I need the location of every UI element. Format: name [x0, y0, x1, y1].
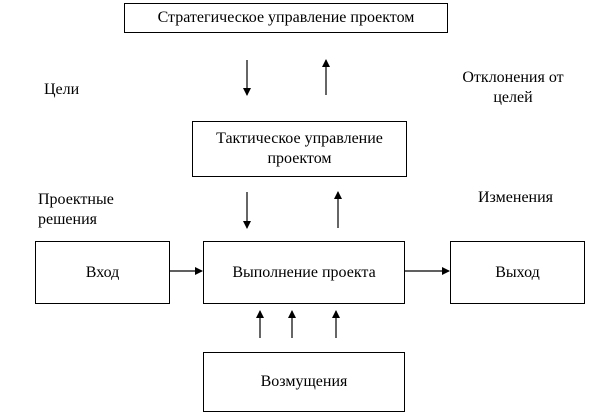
deviations-label-line2: целей: [493, 89, 533, 106]
input-label: Вход: [85, 263, 120, 281]
strategic-management-label: Стратегическое управление проектом: [157, 9, 415, 26]
strategic-management-box: Стратегическое управление проектом: [124, 3, 448, 33]
output-label: Выход: [495, 263, 540, 281]
deviations-label: Отклонения от целей: [448, 68, 578, 108]
tactical-management-label-line2: проектом: [267, 150, 332, 167]
project-decisions-label-line2: решения: [38, 211, 98, 228]
deviations-label-line1: Отклонения от: [462, 69, 564, 86]
output-box: Выход: [450, 241, 585, 304]
tactical-management-label-line1: Тактическое управление: [216, 130, 383, 147]
changes-label: Изменения: [478, 189, 554, 206]
disturbances-box: Возмущения: [203, 352, 405, 412]
execution-label: Выполнение проекта: [232, 263, 376, 281]
tactical-management-box: Тактическое управление проектом: [192, 121, 407, 177]
input-box: Вход: [35, 241, 170, 304]
project-decisions-label-line1: Проектные: [38, 191, 114, 208]
project-decisions-label: Проектные решения: [38, 190, 114, 230]
goals-label: Цели: [44, 81, 80, 98]
disturbances-label: Возмущения: [260, 373, 348, 390]
execution-box: Выполнение проекта: [203, 241, 405, 304]
